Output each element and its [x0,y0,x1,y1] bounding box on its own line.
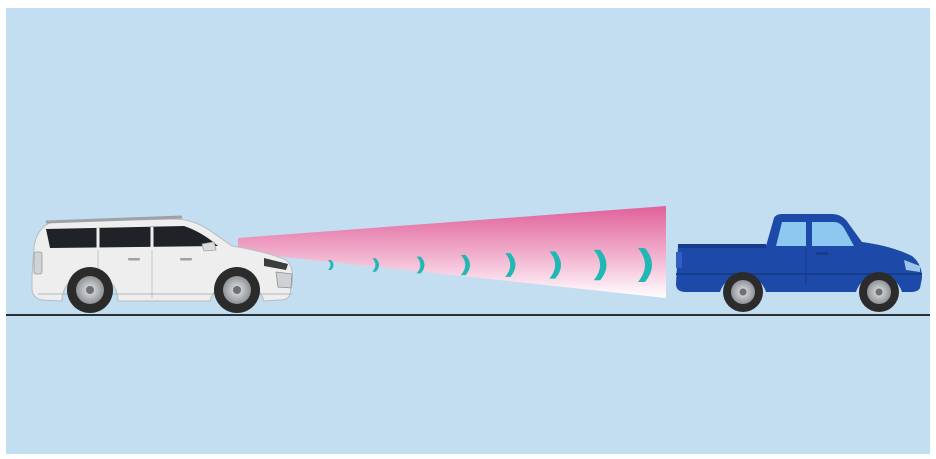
adas-radar-illustration [6,8,930,454]
scene-svg [6,8,930,454]
